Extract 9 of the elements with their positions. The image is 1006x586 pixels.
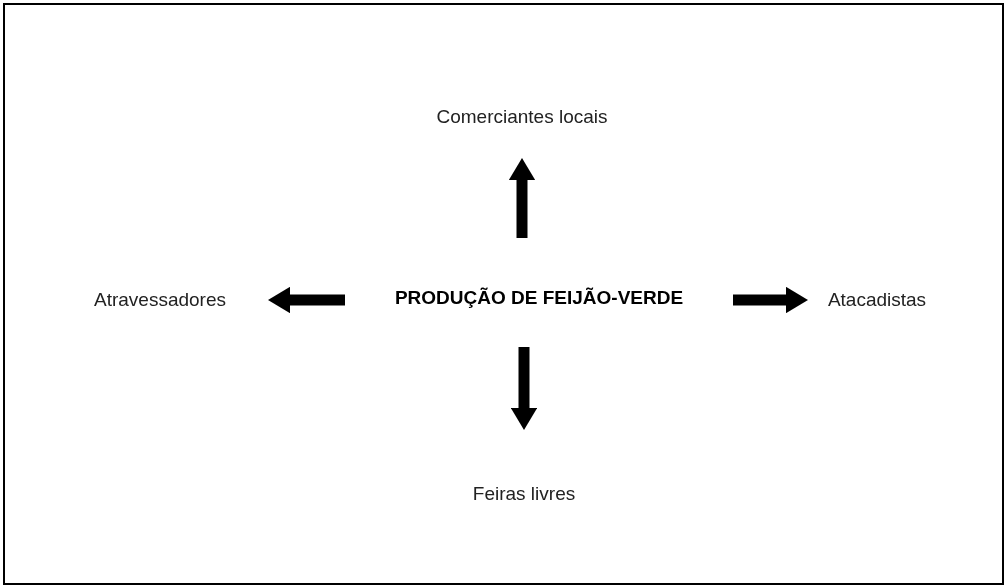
center-label: PRODUÇÃO DE FEIJÃO-VERDE (394, 286, 684, 309)
arrow (268, 286, 345, 314)
node-label: Feiras livres (472, 483, 576, 505)
arrow (733, 286, 808, 314)
arrow (508, 158, 536, 238)
node-label: Comerciantes locais (436, 106, 608, 128)
arrow (510, 347, 538, 430)
node-label: Atacadistas (827, 289, 927, 311)
node-label: Atravessadores (94, 289, 226, 311)
